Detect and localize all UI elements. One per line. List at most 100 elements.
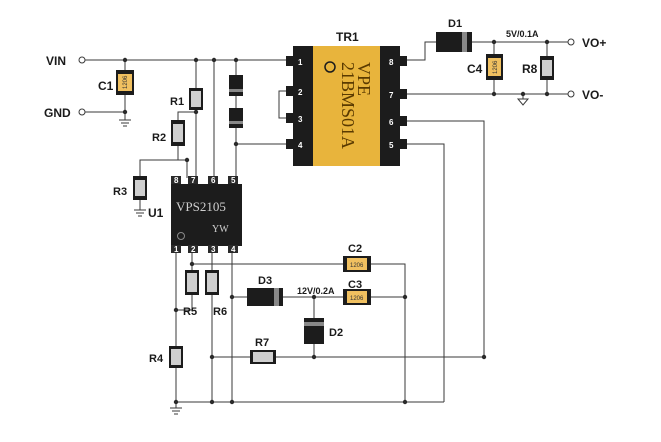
- diode-d1: D1: [436, 18, 472, 52]
- c4-code: 1206: [493, 60, 499, 74]
- resistor-r8: R8: [522, 56, 554, 80]
- vin-label: VIN: [46, 54, 66, 68]
- tr1-pin-label: 7: [389, 91, 394, 100]
- junction-dot: [544, 39, 550, 45]
- r3-label: R3: [113, 186, 127, 198]
- junction-dot: [193, 57, 199, 63]
- resistor-r6: R6: [205, 270, 227, 318]
- u1-pin-label: 7: [191, 176, 196, 185]
- resistor-r2: R2: [152, 120, 185, 146]
- resistor-r1: R1: [170, 88, 203, 110]
- r8-label: R8: [522, 62, 538, 76]
- c2-label: C2: [348, 243, 362, 255]
- resistor-r7: R7: [250, 337, 276, 364]
- r4-label: R4: [149, 353, 164, 365]
- junction-dot: [122, 109, 128, 115]
- junction-dot: [173, 399, 179, 405]
- d2-label: D2: [329, 327, 343, 339]
- junction-dot: [193, 109, 199, 115]
- c2-code: 1206: [350, 263, 364, 269]
- ic-u1: 8 7 6 5 1 2 3 4 VPS2105 YW U1: [148, 176, 242, 254]
- out2-rating-label: 12V/0.2A: [297, 286, 335, 296]
- vo-plus-label: VO+: [582, 36, 606, 50]
- junction-dot: [209, 399, 215, 405]
- junction-dot: [229, 294, 235, 300]
- ground-icon: [119, 119, 131, 127]
- vo-plus-terminal-icon: [567, 38, 575, 46]
- tr1-pin-label: 3: [298, 115, 303, 124]
- junction-dot: [189, 261, 195, 267]
- junction-dot: [311, 354, 317, 360]
- tr-pin6-wire: [406, 120, 485, 357]
- junction-dot: [311, 294, 317, 300]
- u1-ref-label: U1: [148, 206, 164, 220]
- tr1-pin-label: 6: [389, 118, 394, 127]
- r2-top-wire: [177, 111, 196, 120]
- capacitor-c2: 1206 C2: [343, 243, 371, 272]
- u1-pin-label: 6: [211, 176, 216, 185]
- r5-bottom-wire: [176, 295, 193, 311]
- gnd-label: GND: [44, 106, 71, 120]
- c1-label: C1: [98, 79, 114, 93]
- terminals: VIN GND VO+ VO-: [44, 36, 606, 120]
- u1-code-label: YW: [212, 224, 229, 235]
- ground-icon: [134, 209, 146, 217]
- c1-code: 1206: [123, 75, 129, 89]
- snubber-diode-top: [229, 75, 243, 96]
- junction-dot: [233, 57, 239, 63]
- r2-label: R2: [152, 132, 166, 144]
- r1-label: R1: [170, 96, 184, 108]
- junction-dot: [544, 91, 550, 97]
- u1-pin-label: 1: [174, 245, 179, 254]
- junction-dot: [233, 141, 239, 147]
- r6-label: R6: [213, 306, 227, 318]
- junction-dot: [491, 91, 497, 97]
- tr-aux-loop-wire: [278, 90, 288, 119]
- junction-dot: [229, 399, 235, 405]
- diode-d3: D3: [247, 275, 283, 306]
- ic-notch-icon: [177, 232, 185, 240]
- wires: [84, 41, 568, 408]
- pin1-marker-icon: [324, 61, 336, 73]
- gnd-terminal-icon: [78, 108, 86, 116]
- transformer-core: [313, 46, 380, 166]
- d1-label: D1: [448, 18, 462, 30]
- resistor-r5: R5: [183, 270, 199, 318]
- ground-icon: [170, 407, 182, 415]
- u1-pin-label: 8: [174, 176, 179, 185]
- junction-dots: [122, 39, 550, 405]
- tr1-part-line2: 21BMS01A: [338, 62, 358, 149]
- junction-dot: [402, 294, 408, 300]
- snubber-diodes: [229, 75, 243, 128]
- junction-dot: [402, 399, 408, 405]
- tr-pin5-wire: [406, 143, 445, 402]
- c3-code: 1206: [350, 296, 364, 302]
- ground-symbols: [119, 98, 530, 415]
- tr-pin8-d1-wire: [406, 41, 436, 61]
- resistor-r3: R3: [113, 176, 147, 200]
- junction-dot: [491, 39, 497, 45]
- c3-label: C3: [348, 279, 362, 291]
- u1-pin-label: 3: [211, 245, 216, 254]
- resistor-r4: R4: [149, 346, 183, 368]
- junction-dot: [122, 57, 128, 63]
- r5-label: R5: [183, 306, 197, 318]
- tr1-pin-label: 5: [389, 141, 394, 150]
- junction-dot: [173, 307, 179, 313]
- capacitor-c4: 1206 C4: [467, 54, 503, 80]
- c2-right-wire: [371, 263, 406, 402]
- capacitor-c3: 1206 C3: [343, 279, 371, 305]
- tr1-ref-label: TR1: [336, 30, 359, 44]
- r2-pin8-wire: [177, 146, 188, 178]
- vin-terminal-icon: [78, 56, 86, 64]
- u1-part-label: VPS2105: [176, 199, 226, 214]
- junction-dot: [481, 354, 487, 360]
- junction-dot: [209, 354, 215, 360]
- ic-body: [171, 184, 242, 246]
- transformer-tr1: TR1 VPE 21BMS01A 1 2 3 4 8 7 6 5: [286, 30, 407, 166]
- u1-pin-label: 5: [231, 176, 236, 185]
- d3-label: D3: [258, 275, 272, 287]
- tr1-pin-label: 2: [298, 88, 303, 97]
